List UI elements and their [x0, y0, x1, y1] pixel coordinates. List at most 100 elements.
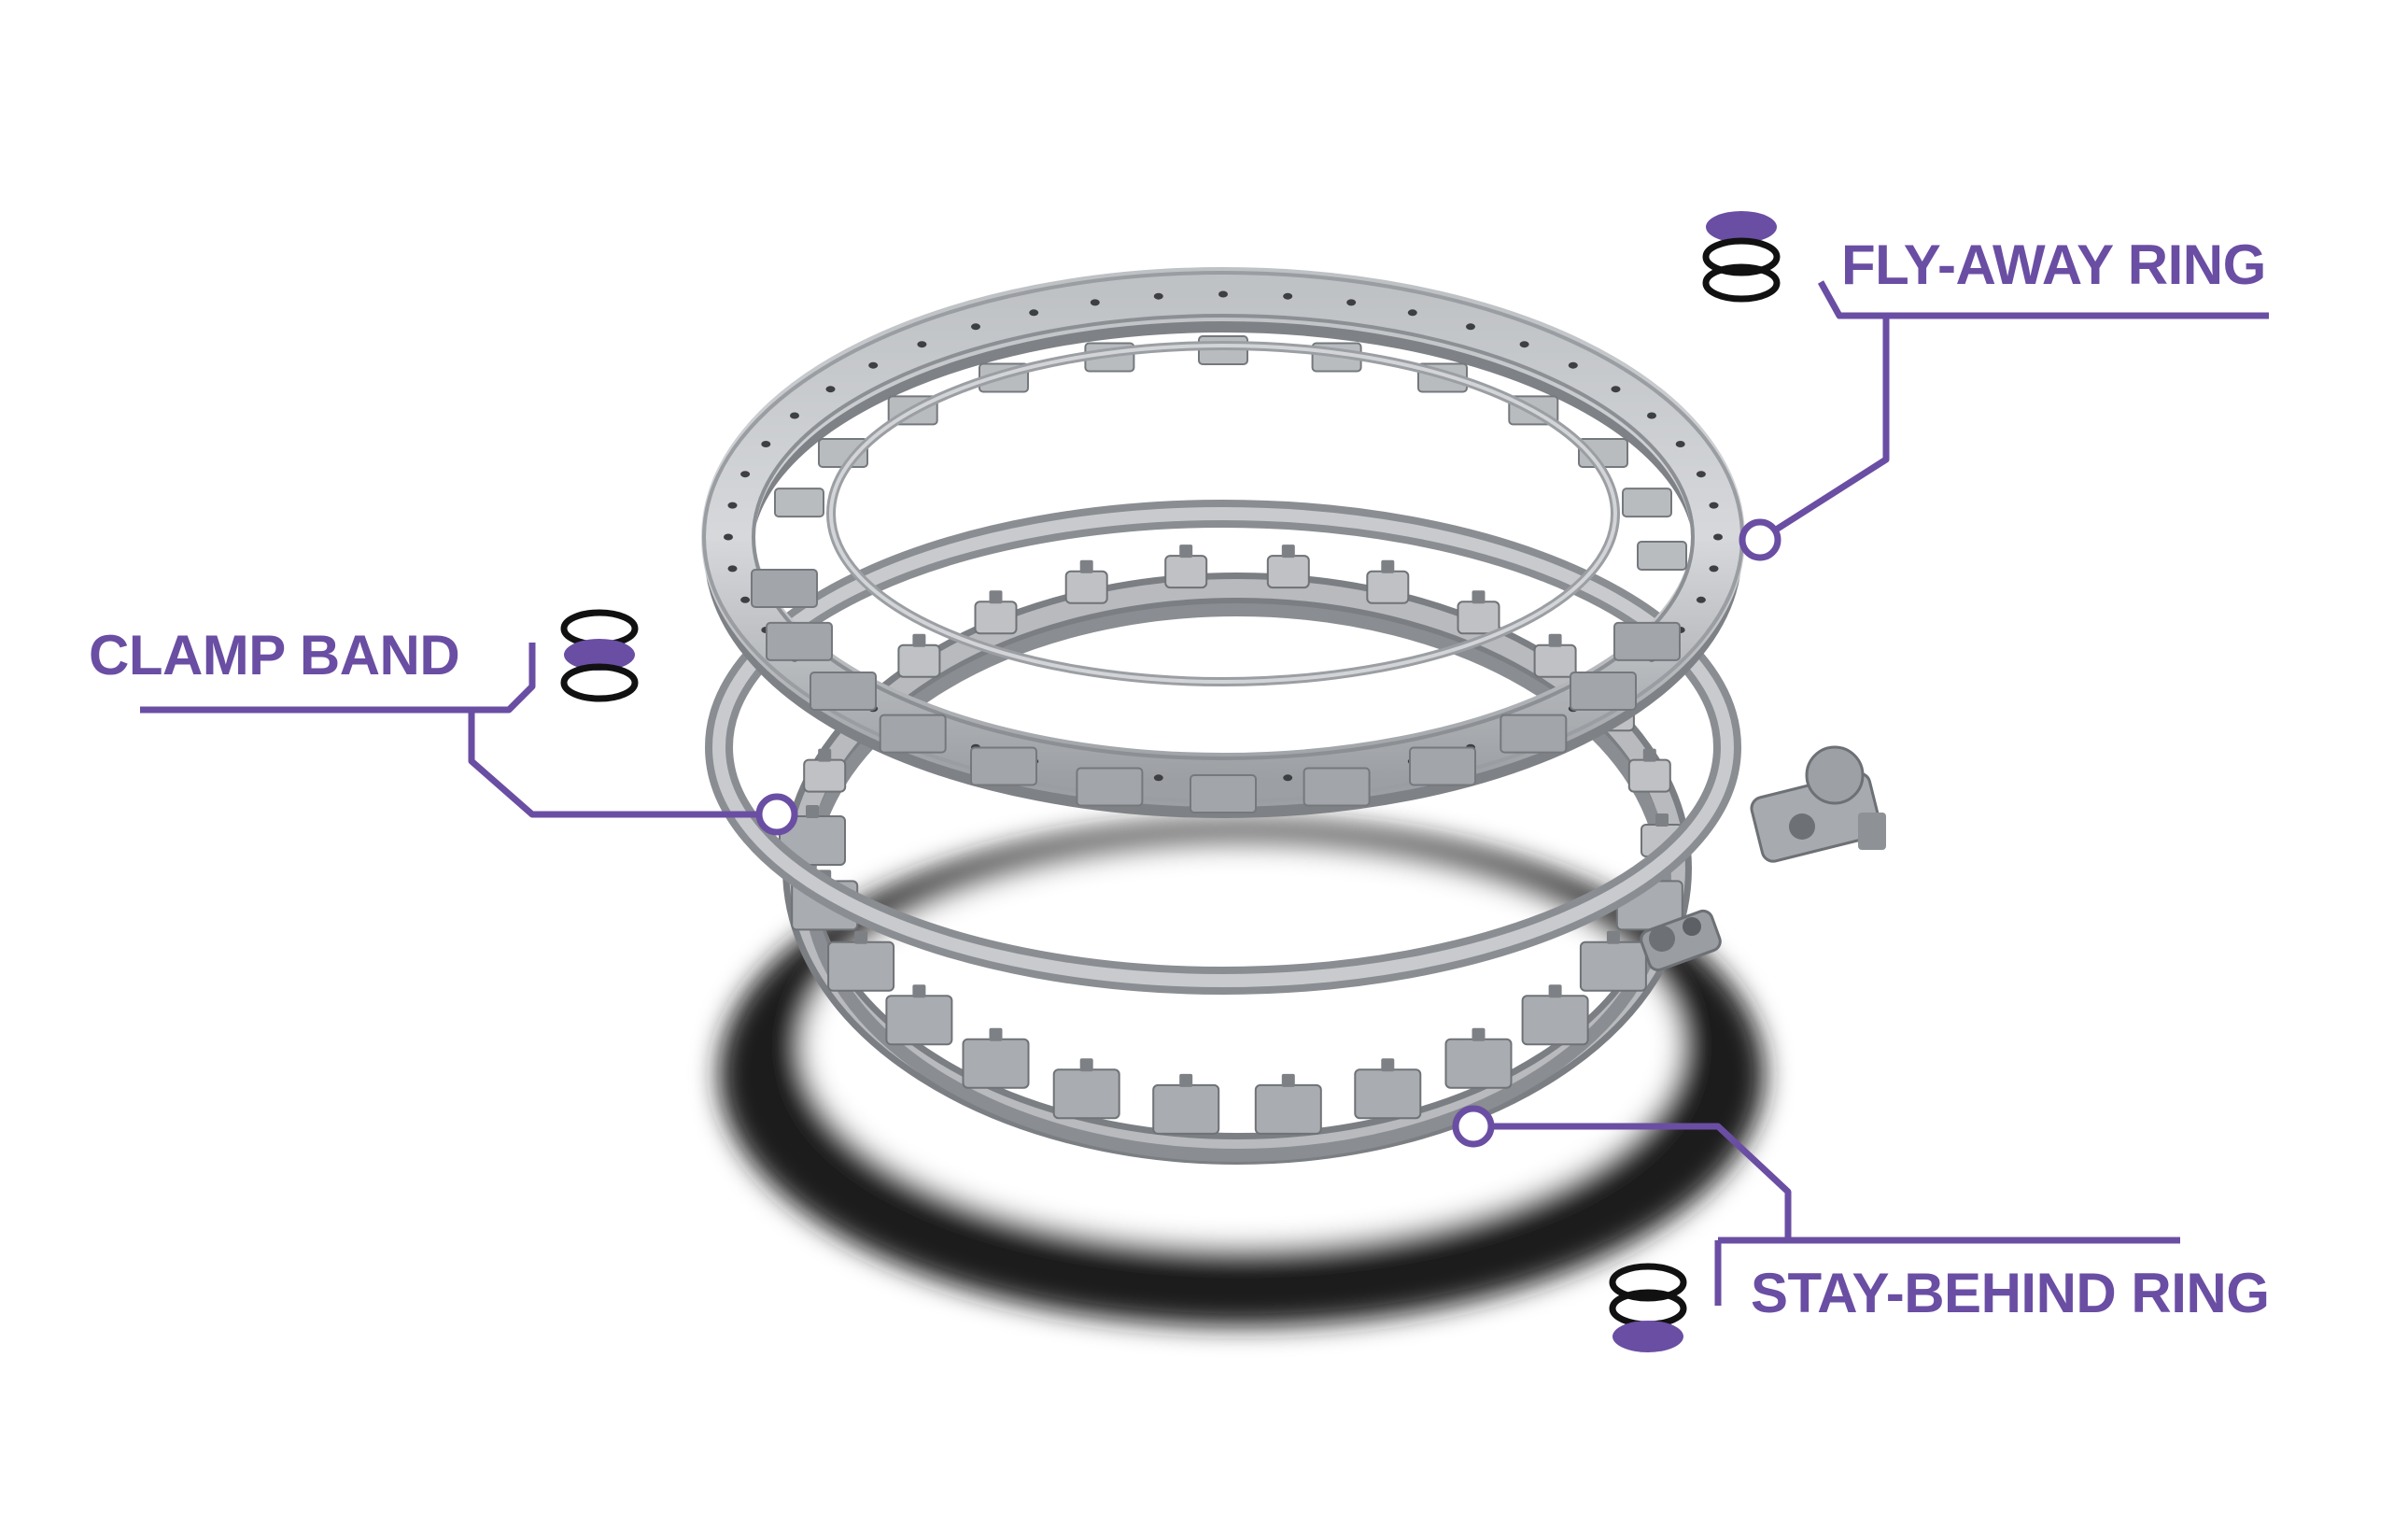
bracket-spring: [854, 930, 868, 944]
bolt-hole: [868, 361, 879, 369]
stay-behind-bracket: [1533, 643, 1577, 678]
fly-away-label: FLY-AWAY RING: [1841, 233, 2266, 296]
bracket-spring: [1179, 544, 1193, 559]
bracket-spring: [1381, 559, 1395, 573]
stay-behind-bracket: [1052, 1068, 1120, 1120]
fly-away-bracket: [1570, 672, 1637, 711]
bracket-spring: [818, 748, 832, 762]
bolt-hole: [1466, 323, 1475, 331]
bracket-spring: [1381, 1058, 1395, 1072]
stay-behind-bracket: [1457, 601, 1500, 635]
clamp-band-label: CLAMP BAND: [89, 624, 459, 686]
stay-behind-label: STAY-BEHIND RING: [1751, 1262, 2269, 1324]
bolt-hole: [727, 565, 738, 573]
fly-away-bracket: [1500, 714, 1568, 754]
fly-away-bracket: [1409, 746, 1476, 786]
bolt-hole: [917, 341, 927, 348]
fly-away-bracket: [766, 621, 833, 661]
fly-away-ring: [701, 267, 1745, 818]
bolt-hole: [971, 323, 980, 331]
clamp-band-pointer-line: [468, 710, 777, 818]
stay-behind-bracket: [885, 995, 953, 1046]
bolt-hole: [1675, 441, 1685, 447]
callout-anchors: [755, 518, 1781, 1148]
bracket-spring: [806, 805, 819, 818]
bolt-hole: [1029, 309, 1039, 317]
fly-away-leader-line: [1817, 280, 2269, 319]
bolt-hole: [740, 596, 751, 603]
bolt-hole: [761, 441, 771, 447]
bolt-hole: [1713, 533, 1723, 541]
bracket-spring: [1281, 1073, 1295, 1087]
fly-away-pointer-line: [1758, 316, 1890, 543]
bolt-hole: [724, 533, 733, 541]
bolt-hole: [1519, 341, 1529, 348]
bracket-spring: [1548, 633, 1562, 647]
stay-behind-bracket: [1064, 570, 1108, 604]
bracket-spring: [912, 633, 926, 647]
bracket-spring: [1548, 984, 1562, 998]
bolt-hole: [740, 471, 751, 478]
bracket-spring: [1642, 748, 1656, 762]
bolt-hole: [1283, 292, 1293, 300]
stay-behind-bracket: [827, 940, 895, 992]
stay-behind-bracket: [1254, 1083, 1322, 1135]
bracket-spring: [912, 984, 926, 998]
bracket-spring: [1472, 1027, 1486, 1041]
bolt-hole: [1218, 290, 1228, 298]
fly-away-bracket: [810, 672, 877, 711]
clamp-band-leader-line: [140, 643, 536, 714]
stay-behind-bracket: [803, 758, 847, 793]
bolt-hole: [1709, 502, 1719, 509]
bolt-hole: [1696, 596, 1706, 603]
stay-behind-bracket: [897, 643, 941, 678]
bracket-spring: [1655, 813, 1669, 827]
bracket-spring: [989, 1027, 1003, 1041]
bracket-spring: [989, 590, 1003, 604]
stay-behind-pointer-line: [1473, 1123, 1792, 1240]
stay-behind-bracket: [1521, 995, 1589, 1046]
stay-behind-bracket: [1266, 555, 1310, 589]
bolt-hole: [1568, 361, 1578, 369]
fly-away-anchor-dot: [1739, 518, 1781, 561]
fly-away-bracket: [751, 569, 818, 608]
stay-behind-bracket: [1444, 1038, 1513, 1089]
stay-behind-bracket: [1366, 570, 1410, 604]
spring-bottom-highlight-icon: [1609, 1263, 1687, 1352]
callout-leaders: [140, 280, 2269, 1306]
fly-away-bracket: [1637, 541, 1687, 571]
bolt-hole: [1407, 309, 1417, 317]
bolt-hole: [1153, 774, 1163, 782]
bolt-hole: [727, 502, 738, 509]
fly-away-bracket: [1076, 767, 1144, 807]
bracket-spring: [1079, 1058, 1093, 1072]
bracket-spring: [1179, 1073, 1193, 1087]
clamp-band: [705, 500, 1886, 995]
bolt-hole: [790, 412, 799, 419]
stay-behind-bracket: [1579, 940, 1647, 992]
fly-away-bracket: [1303, 767, 1371, 807]
stay-behind-bracket: [1152, 1083, 1220, 1135]
bolt-hole: [1709, 565, 1719, 573]
stay-behind-bracket: [974, 601, 1018, 635]
bracket-spring: [1281, 544, 1295, 559]
bolt-hole: [1283, 774, 1293, 782]
fly-away-bracket: [1190, 774, 1257, 813]
bolt-hole: [1090, 299, 1100, 306]
stay-behind-anchor-dot: [1452, 1105, 1495, 1148]
bolt-hole: [1153, 292, 1163, 300]
bolt-hole: [1647, 412, 1656, 419]
fly-away-bracket: [1622, 488, 1672, 518]
bolt-hole: [1346, 299, 1357, 306]
bolt-hole: [1696, 471, 1706, 478]
clamp-band-anchor-dot: [755, 793, 798, 836]
stay-behind-bracket: [1354, 1068, 1422, 1120]
bracket-spring: [1606, 930, 1620, 944]
spring-top-highlight-icon: [1702, 211, 1781, 303]
stay-behind-bracket: [1164, 555, 1208, 589]
fly-away-bracket: [774, 488, 824, 518]
fly-away-bracket: [970, 746, 1037, 786]
stay-behind-bracket: [962, 1038, 1030, 1089]
fly-away-bracket: [1613, 621, 1681, 661]
